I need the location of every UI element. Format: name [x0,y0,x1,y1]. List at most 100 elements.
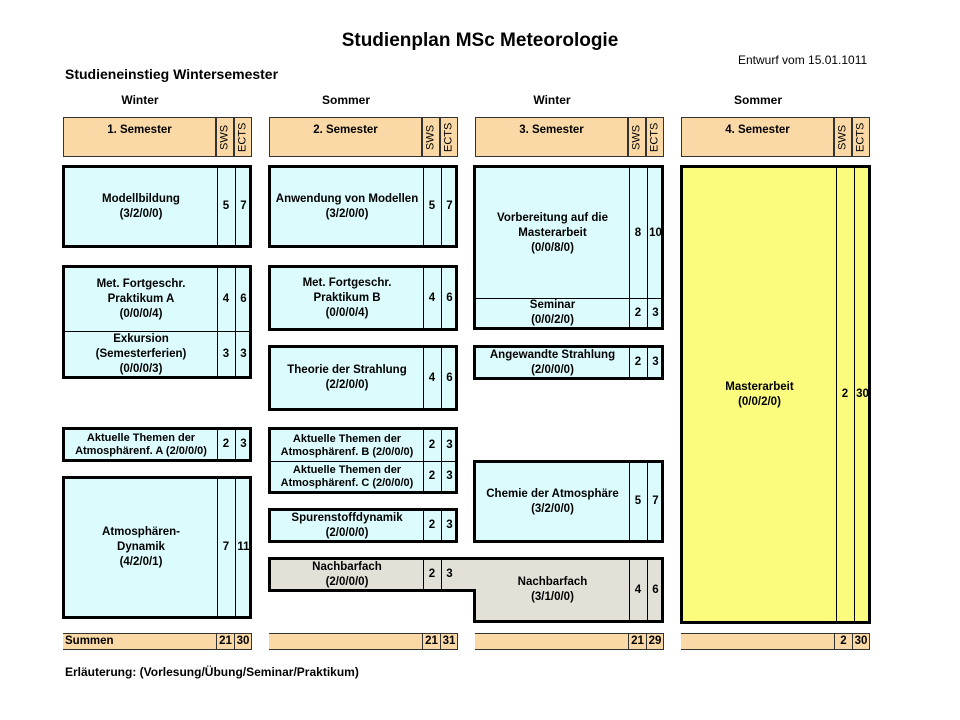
module-ects: 6 [652,583,659,596]
module-sws: 2 [841,388,849,400]
module-ects: 6 [446,291,453,304]
module-themen-b-name: Aktuelle Themen der Atmosphärenf. B (2/0… [280,432,414,458]
module-angewandte-strahlung: Angewandte Strahlung (2/0/0/0) 2 3 [473,345,664,380]
module-group-vorbereitung-seminar: Vorbereitung auf die Masterarbeit (0/0/8… [473,165,664,330]
module-ects: 3 [240,438,247,450]
module-ects: 11 [237,541,250,553]
legend: Erläuterung: (Vorlesung/Übung/Seminar/Pr… [65,665,359,679]
module-fortgeschr-b: Met. Fortgeschr. Praktikum B (0/0/0/4) 4… [268,265,458,331]
module-ects: 30 [856,388,869,400]
module-group-themen-b-c: Aktuelle Themen der Atmosphärenf. B (2/0… [268,427,458,494]
sum-1-ects: 30 [234,633,252,650]
module-name: Nachbarfach (2/0/0/0) [312,560,382,588]
ects-header-1: ECTS [234,117,252,157]
module-name: Atmosphären- Dynamik (4/2/0/1) [102,526,180,568]
module-name: Spurenstoffdynamik (2/0/0/0) [291,511,403,539]
season-2: Sommer [321,93,371,107]
module-name: Nachbarfach (3/1/0/0) [517,576,588,603]
module-vorbereitung-sws: 8 [634,226,642,239]
semester-2-header: 2. Semester [269,117,422,157]
module-exkursion-name: Exkursion (Semesterferien) (0/0/0/3) [95,332,187,375]
module-group-fortgeschr-a-exkursion: Met. Fortgeschr. Praktikum A (0/0/0/4) 4… [62,265,252,379]
module-seminar-name: Seminar (0/0/2/0) [529,299,576,326]
module-sws: 5 [634,495,642,507]
sum-1-sws: 21 [216,633,234,650]
sws-header-3: SWS [628,117,646,157]
ects-header-2: ECTS [440,117,458,157]
module-sws: 5 [428,200,436,212]
ects-header-4: ECTS [852,117,870,157]
module-fortgeschr-a-name: Met. Fortgeschr. Praktikum A (0/0/0/4) [96,278,186,320]
module-spurenstoff: Spurenstoffdynamik (2/0/0/0) 2 3 [268,508,458,543]
module-anwendung: Anwendung von Modellen (3/2/0/0) 5 7 [268,165,458,248]
sws-header-1: SWS [216,117,234,157]
module-fortgeschr-a-sws: 4 [222,293,230,305]
sum-3-ects: 29 [646,633,664,650]
sum-2-ects: 31 [440,633,458,650]
page-title: Studienplan MSc Meteorologie [341,30,619,51]
ects-header-3: ECTS [646,117,664,157]
module-ects: 6 [446,371,453,384]
module-sws: 4 [428,371,436,384]
module-sws: 2 [634,356,642,368]
module-ects: 3 [652,356,659,368]
module-dynamik: Atmosphären- Dynamik (4/2/0/1) 7 11 [62,476,252,619]
sum-4-sws: 2 [834,633,852,650]
module-fortgeschr-a-ects: 6 [240,293,247,305]
season-4: Sommer [733,93,783,107]
semester-3-header: 3. Semester [475,117,628,157]
sws-header-4: SWS [834,117,852,157]
module-name: Angewandte Strahlung (2/0/0/0) [489,348,616,376]
module-sws: 2 [222,438,230,450]
module-themen-b-ects: 3 [446,439,453,451]
module-name: Anwendung von Modellen (3/2/0/0) [275,192,419,220]
sum-3-blank [475,633,628,650]
sws-header-2: SWS [422,117,440,157]
module-ects: 3 [446,519,453,531]
season-1: Winter [121,93,159,107]
module-modellbildung: Modellbildung (3/2/0/0) 5 7 [62,165,252,248]
module-themen-b-sws: 2 [428,439,436,451]
draft-date: Entwurf vom 15.01.1011 [738,53,868,67]
sum-4-ects: 30 [852,633,870,650]
module-vorbereitung-name: Vorbereitung auf die Masterarbeit (0/0/8… [497,211,608,254]
sums-label: Summen [63,633,216,650]
season-3: Winter [533,93,571,107]
module-nachbarfach-2: Nachbarfach (2/0/0/0) 2 3 [268,557,458,592]
module-ects: 7 [446,200,453,212]
module-seminar-ects: 3 [652,306,659,319]
semester-4-header: 4. Semester [681,117,834,157]
module-exkursion-sws: 3 [222,347,230,360]
module-name: Chemie der Atmosphäre (3/2/0/0) [486,487,619,515]
module-name: Masterarbeit (0/0/2/0) [725,380,794,408]
module-ects: 7 [652,495,659,507]
semester-1-header: 1. Semester [63,117,216,157]
module-themen-c-sws: 2 [428,470,436,482]
module-ects: 7 [240,200,247,212]
module-exkursion-ects: 3 [240,347,247,360]
module-nachbarfach-3: Nachbarfach (3/1/0/0) 4 6 [473,557,664,623]
module-name: Theorie der Strahlung (2/2/0/0) [287,364,407,391]
module-masterarbeit: Masterarbeit (0/0/2/0) 2 30 [680,165,871,624]
module-strahlung: Theorie der Strahlung (2/2/0/0) 4 6 [268,345,458,411]
module-ects: 3 [446,568,453,580]
module-name: Modellbildung (3/2/0/0) [102,192,180,220]
module-sws: 5 [222,200,230,212]
module-sws: 7 [222,541,230,553]
module-themen-c-name: Aktuelle Themen der Atmosphärenf. C (2/0… [280,463,414,489]
module-seminar-sws: 2 [634,306,642,319]
sum-3-sws: 21 [628,633,646,650]
module-themen-c-ects: 3 [446,470,453,482]
sum-2-blank [269,633,422,650]
module-chemie: Chemie der Atmosphäre (3/2/0/0) 5 7 [473,460,664,543]
module-vorbereitung-ects: 10 [649,226,662,239]
module-sws: 4 [634,583,642,596]
module-themen-a: Aktuelle Themen der Atmosphärenf. A (2/0… [62,427,252,462]
module-name: Aktuelle Themen der Atmosphärenf. A (2/0… [75,431,207,457]
module-name: Met. Fortgeschr. Praktikum B (0/0/0/4) [302,276,392,319]
subtitle: Studieneinstieg Wintersemester [65,66,279,82]
module-sws: 2 [428,568,436,580]
sum-2-sws: 21 [422,633,440,650]
sum-4-blank [681,633,834,650]
module-sws: 2 [428,519,436,531]
